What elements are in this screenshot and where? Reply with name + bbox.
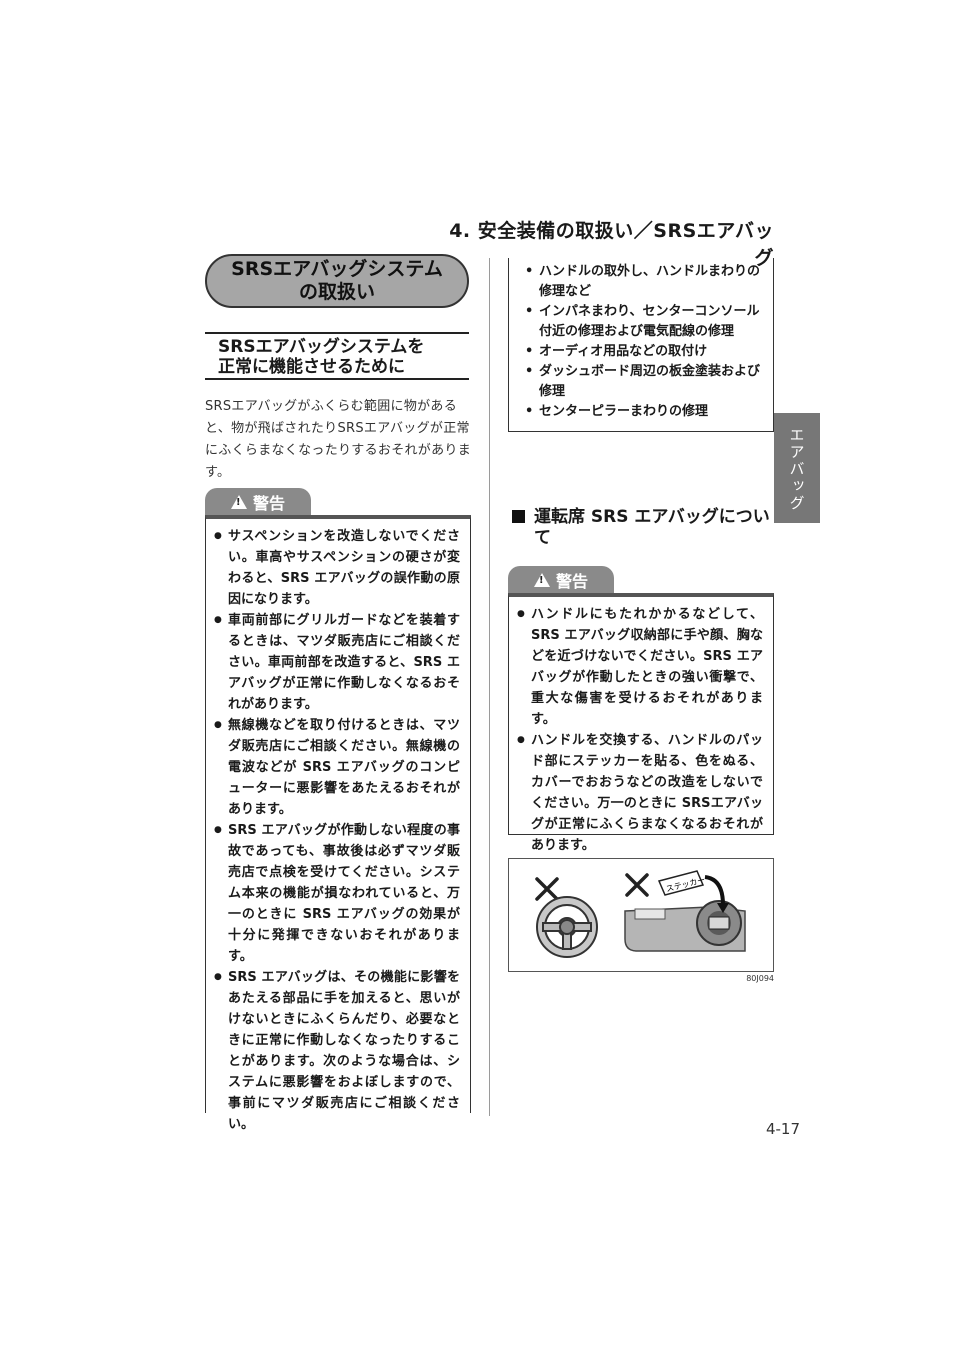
subsection-heading: SRSエアバッグシステムを 正常に機能させるために xyxy=(205,332,469,380)
warning-block-left: 警告 サスペンションを改造しないでください。車高やサスペンションの硬さが変わると… xyxy=(205,488,471,1132)
steering-wheel-illustration: ステッカー xyxy=(535,870,746,958)
repair-item: センターピラーまわりの修理 xyxy=(523,402,763,422)
steering-wheel-icon xyxy=(536,896,598,958)
page-header: 4. 安全装備の取扱い／SRSエアバッグ xyxy=(449,220,774,269)
warning-tab: 警告 xyxy=(508,566,614,593)
driver-airbag-heading: 運転席 SRS エアバッグについて xyxy=(512,507,774,549)
column-divider xyxy=(489,258,490,1116)
square-bullet-icon xyxy=(512,510,525,523)
warning-item: 無線機などを取り付けるときは、マツダ販売店にご相談ください。無線機の電波などが … xyxy=(214,715,460,820)
warning-item: ハンドルを交換する、ハンドルのパッド部にステッカーを貼る、色をぬる、カバーでおお… xyxy=(517,730,763,856)
warning-item: ハンドルにもたれかかるなどして、SRS エアバッグ収納部に手や顔、胸などを近づけ… xyxy=(517,604,763,730)
intro-paragraph: SRSエアバッグがふくらむ範囲に物があると、物が飛ばされたりSRSエアバッグが正… xyxy=(205,399,472,480)
warning-label: 警告 xyxy=(252,493,285,513)
chapter-side-tab[interactable]: エアバッグ xyxy=(774,413,820,523)
warning-item: SRS エアバッグが作動しない程度の事故であっても、事故後は必ずマツダ販売店で点… xyxy=(214,820,460,967)
section-title: SRSエアバッグシステムの取扱い xyxy=(205,254,469,308)
sticker-icon: ステッカー xyxy=(657,870,729,913)
dashboard-icon xyxy=(624,900,746,952)
steering-wheel-figure: ステッカー xyxy=(508,858,774,972)
driver-airbag-heading-text: 運転席 SRS エアバッグについて xyxy=(534,507,770,548)
warning-box: サスペンションを改造しないでください。車高やサスペンションの硬さが変わると、SR… xyxy=(205,515,471,1132)
repair-item: インパネまわり、センターコンソール付近の修理および電気配線の修理 xyxy=(523,302,763,342)
warning-label: 警告 xyxy=(555,571,588,591)
repair-item: ハンドルの取外し、ハンドルまわりの修理など xyxy=(523,262,763,302)
figure-code: 80J094 xyxy=(746,974,774,983)
warning-triangle-icon xyxy=(230,494,247,509)
warning-item: SRS エアバッグは、その機能に影響をあたえる部品に手を加えると、思いがけないと… xyxy=(214,967,460,1135)
repair-item: オーディオ用品などの取付け xyxy=(523,342,763,362)
warning-item: 車両前部にグリルガードなどを装着するときは、マツダ販売店にご相談ください。車両前… xyxy=(214,610,460,715)
warning-box: ハンドルにもたれかかるなどして、SRS エアバッグ収納部に手や顔、胸などを近づけ… xyxy=(508,593,774,853)
repair-list-box: ハンドルの取外し、ハンドルまわりの修理など インパネまわり、センターコンソール付… xyxy=(508,258,774,432)
subsection-heading-line1: SRSエアバッグシステムを xyxy=(218,337,425,357)
prohibited-x-icon xyxy=(625,873,649,897)
warning-triangle-icon xyxy=(533,572,550,587)
chapter-side-tab-label: エアバッグ xyxy=(787,427,806,512)
warning-tab: 警告 xyxy=(205,488,311,515)
repair-item: ダッシュボード周辺の板金塗装および修理 xyxy=(523,362,763,402)
subsection-heading-line2: 正常に機能させるために xyxy=(218,357,405,377)
warning-block-right: 警告 ハンドルにもたれかかるなどして、SRS エアバッグ収納部に手や顔、胸などを… xyxy=(508,566,774,853)
prohibited-x-icon xyxy=(535,877,559,901)
warning-item: サスペンションを改造しないでください。車高やサスペンションの硬さが変わると、SR… xyxy=(214,526,460,610)
page-number: 4-17 xyxy=(765,1120,800,1138)
